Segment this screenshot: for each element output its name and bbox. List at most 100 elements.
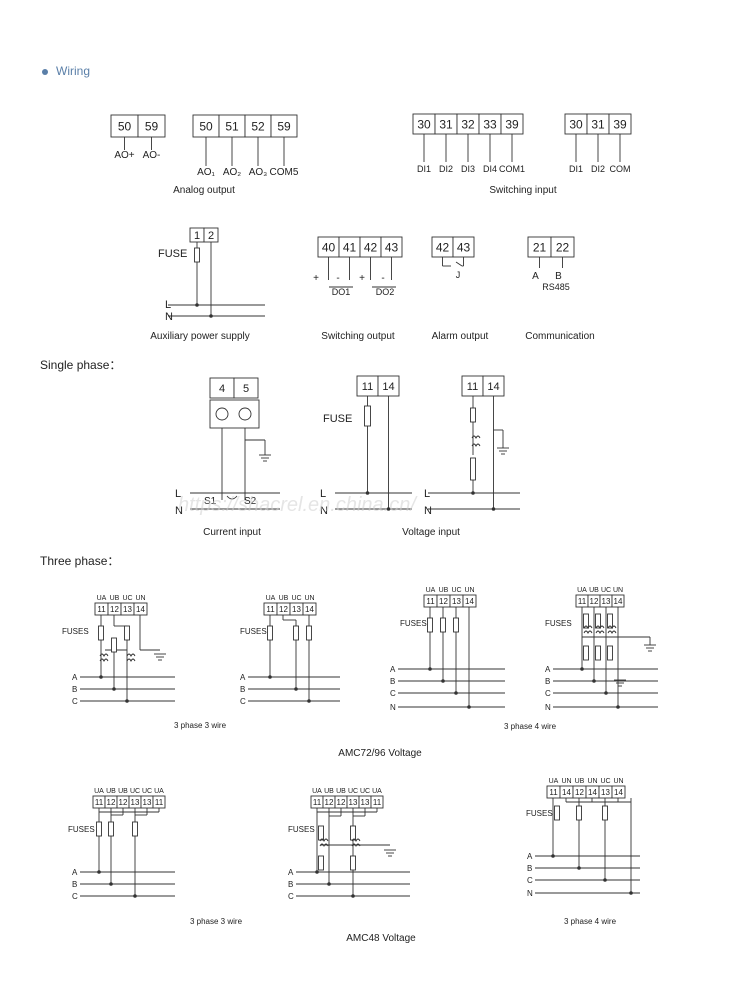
terminal-number: 12: [337, 798, 346, 807]
phase-label: UC: [600, 778, 610, 785]
fuses-label: FUSES: [62, 627, 89, 636]
fuse-icon: [350, 855, 356, 871]
polarity-sign: -: [381, 273, 384, 284]
phase-line-label: C: [240, 697, 246, 706]
line-label-l: L: [320, 488, 326, 500]
line-label-l: L: [165, 299, 171, 311]
phase-line-label: B: [545, 677, 550, 686]
phase-label: UA: [577, 587, 587, 594]
terminal-cell: [611, 785, 626, 799]
terminal-number: 11: [426, 597, 435, 606]
fuse-icon: [470, 407, 476, 423]
terminal-number: 43: [385, 240, 399, 254]
phase-label: UN: [561, 778, 571, 785]
phase-line-label: C: [527, 876, 533, 885]
single-phase-title: Single phase：: [40, 358, 122, 372]
junction-dot: [629, 891, 633, 895]
terminal-number: 11: [313, 798, 322, 807]
fuse-icon: [453, 617, 459, 633]
junction-dot: [109, 882, 113, 886]
comm-label: A: [532, 271, 539, 282]
terminal-number: 13: [452, 597, 461, 606]
fuse-icon: [554, 805, 560, 821]
coil-icon: [595, 630, 605, 635]
fuse-icon: [98, 625, 104, 641]
line-label-l: L: [424, 488, 430, 500]
junction-dot: [592, 679, 596, 683]
terminal-number: 14: [465, 597, 474, 606]
fuses-label: FUSES: [240, 627, 267, 636]
junction-dot: [441, 679, 445, 683]
phase-label: UA: [312, 788, 322, 795]
do-label: DO2: [376, 287, 395, 297]
terminal-number: 30: [417, 117, 431, 131]
junction-dot: [616, 705, 620, 709]
caption: Auxiliary power supply: [150, 331, 250, 342]
phase-label: UA: [94, 788, 104, 795]
junction-dot: [351, 894, 355, 898]
phase-label: UB: [279, 595, 289, 602]
junction-dot: [315, 870, 319, 874]
junction-dot: [99, 675, 103, 679]
fuse-icon: [364, 405, 371, 427]
terminal-number: 39: [505, 117, 519, 131]
fuses-label: FUSES: [526, 809, 553, 818]
phase-label: UC: [122, 595, 132, 602]
phase-line-label: C: [72, 892, 78, 901]
terminal-number: 13: [143, 798, 152, 807]
phase-label: UC: [348, 788, 358, 795]
phase-line-label: A: [72, 673, 78, 682]
terminal-number: 50: [199, 119, 213, 133]
fuse-icon: [607, 613, 613, 629]
coil-icon: [583, 625, 593, 630]
fuses-label: FUSES: [288, 825, 315, 834]
wire: [455, 261, 463, 267]
terminal-number: 52: [251, 119, 265, 133]
terminal-number: 13: [601, 788, 610, 797]
junction-dot: [133, 894, 137, 898]
terminal-number: 11: [95, 798, 104, 807]
fuse-label: FUSE: [323, 413, 352, 425]
terminal-number: 13: [123, 605, 132, 614]
caption: 3 phase 3 wire: [174, 721, 227, 730]
phase-label: UC: [130, 788, 140, 795]
terminal-number: 4: [219, 383, 225, 395]
terminal-number: 42: [436, 240, 450, 254]
ct-coil-icon: [226, 495, 238, 500]
terminal-number: 14: [487, 381, 499, 393]
si-label: DI1: [417, 164, 431, 174]
phase-line-label: B: [240, 685, 245, 694]
fuses-label: FUSES: [545, 619, 572, 628]
ao-label: AO₃: [249, 167, 268, 178]
fuse-icon: [440, 617, 446, 633]
terminal-number: 5: [243, 383, 249, 395]
terminal-number: 12: [439, 597, 448, 606]
phase-label: UA: [266, 595, 276, 602]
coil-icon: [607, 630, 617, 635]
phase-line-label: N: [390, 703, 396, 712]
phase-line-label: C: [72, 697, 78, 706]
coil-icon: [319, 838, 329, 843]
line-label-l: L: [175, 488, 181, 500]
fuse-icon: [194, 247, 200, 263]
terminal-cell: [302, 602, 317, 616]
terminal-number: 59: [145, 119, 159, 133]
watermark-text: https://shacrel.en.china.cn/: [178, 494, 418, 516]
fuse-icon: [111, 637, 117, 653]
phase-line-label: A: [288, 868, 294, 877]
phase-line-label: A: [545, 665, 551, 674]
fuse-icon: [124, 625, 130, 641]
phase-label: UB: [110, 595, 120, 602]
si-label: DI3: [461, 164, 475, 174]
fuse-icon: [293, 625, 299, 641]
caption: Communication: [525, 331, 594, 342]
three-phase-title: Three phase：: [40, 554, 120, 568]
junction-dot: [577, 866, 581, 870]
si-label: COM1: [499, 164, 525, 174]
terminal-number: 14: [305, 605, 314, 614]
fuse-icon: [96, 821, 102, 837]
do-label: DO1: [332, 287, 351, 297]
phase-label: UB: [118, 788, 128, 795]
terminal-number: 40: [322, 240, 336, 254]
